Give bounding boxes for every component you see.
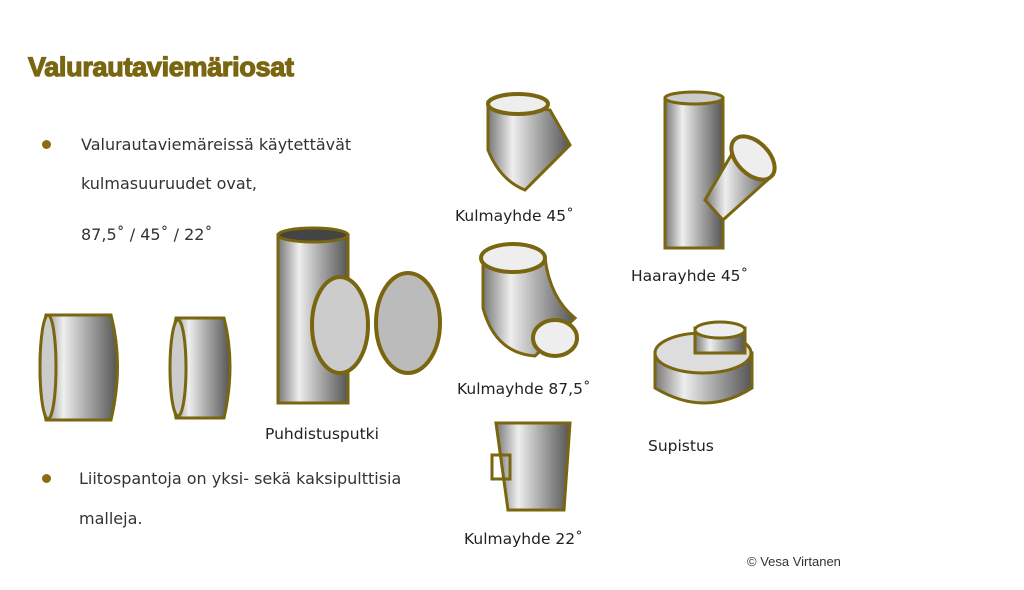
caption-elbow-87-5: Kulmayhde 87,5˚ — [457, 380, 591, 398]
single-bolt-coupling-image — [38, 313, 119, 422]
angle-list: 87,5˚ / 45˚ / 22˚ — [81, 225, 213, 244]
elbow-22-image — [490, 421, 572, 512]
bullet-2-line-2: malleja. — [79, 509, 143, 528]
page-title: Valurautaviemäriosat — [27, 51, 294, 82]
bullet-dot — [42, 474, 51, 483]
caption-cleanout-pipe: Puhdistusputki — [265, 425, 379, 443]
bullet-1-line-1: Valurautaviemäreissä käytettävät — [81, 135, 352, 154]
reducer-image — [653, 320, 754, 405]
caption-branch-45: Haarayhde 45˚ — [631, 267, 749, 285]
cleanout-pipe-image — [276, 226, 442, 405]
branch-45-image — [663, 90, 777, 250]
double-bolt-coupling-image — [168, 316, 232, 420]
caption-elbow-22: Kulmayhde 22˚ — [464, 530, 583, 548]
elbow-45-image — [486, 92, 572, 192]
elbow-87-5-image — [479, 242, 579, 358]
bullet-2-line-1: Liitospantoja on yksi- sekä kaksipulttis… — [79, 469, 402, 488]
caption-reducer: Supistus — [648, 437, 714, 455]
bullet-dot — [42, 140, 51, 149]
caption-elbow-45: Kulmayhde 45˚ — [455, 207, 574, 225]
copyright: © Vesa Virtanen — [747, 554, 841, 569]
bullet-1-line-2: kulmasuuruudet ovat, — [81, 174, 258, 193]
